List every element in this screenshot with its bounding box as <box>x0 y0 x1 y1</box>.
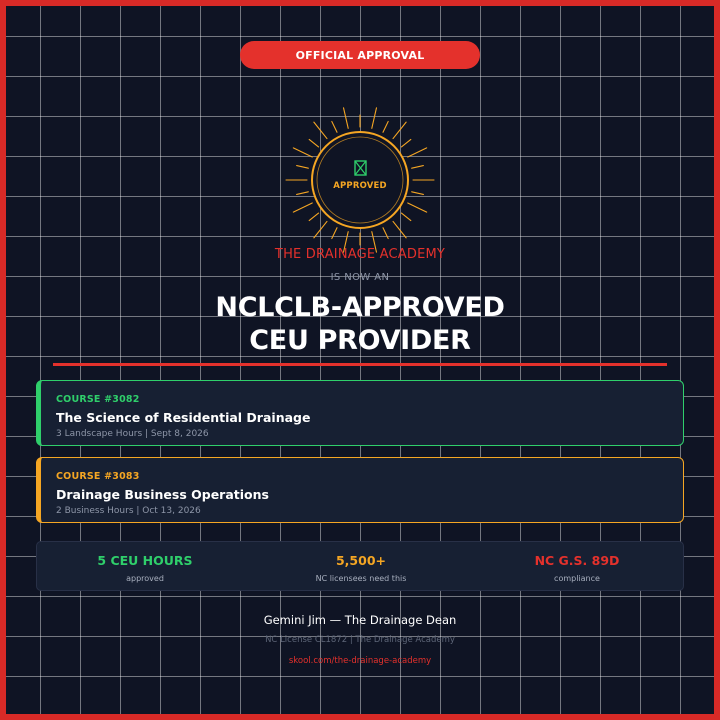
academy-name: THE DRAINAGE ACADEMY <box>274 247 446 262</box>
seal-ray <box>292 202 313 213</box>
seal-ray <box>342 231 349 253</box>
stat-value: NC G.S. 89D <box>534 553 620 568</box>
document-check-icon <box>354 160 367 176</box>
seal-ray <box>313 121 328 140</box>
seal-ray <box>331 120 338 133</box>
intro-text: IS NOW AN <box>330 272 390 283</box>
seal-ray <box>296 164 309 169</box>
seal-ray <box>382 227 389 240</box>
seal-ray <box>400 212 412 222</box>
course-title: The Science of Residential Drainage <box>56 410 311 425</box>
headline-line-2: CEU PROVIDER <box>249 325 471 356</box>
community-link[interactable]: skool.com/the-drainage-academy <box>288 656 432 666</box>
seal-ray <box>411 191 424 196</box>
page-title: NCLCLB-APPROVED CEU PROVIDER <box>6 291 714 357</box>
seal-ray <box>308 138 320 148</box>
certificate-card: OFFICIAL APPROVAL APPROVED THE DRAINAGE … <box>6 6 714 714</box>
official-approval-label: OFFICIAL APPROVAL <box>295 48 425 62</box>
seal-label: APPROVED <box>333 181 387 191</box>
seal-ray <box>382 120 389 133</box>
seal-ray <box>308 212 320 222</box>
stat-licensees: 5,500+ NC licensees need this <box>253 553 469 583</box>
author-signature: Gemini Jim — The Drainage Dean <box>263 613 457 627</box>
stat-label: compliance <box>554 574 600 583</box>
seal-ray <box>392 121 407 140</box>
stat-ceu-hours: 5 CEU HOURS approved <box>37 553 253 583</box>
course-meta: 2 Business Hours | Oct 13, 2026 <box>56 506 201 516</box>
seal-ray <box>411 164 424 169</box>
seal-ray <box>371 107 378 129</box>
stat-compliance: NC G.S. 89D compliance <box>469 553 685 583</box>
stat-value: 5,500+ <box>335 553 386 568</box>
official-approval-badge: OFFICIAL APPROVAL <box>240 41 480 69</box>
license-line: NC License CL1872 | The Drainage Academy <box>265 635 455 645</box>
course-number: COURSE #3083 <box>56 471 140 482</box>
seal-ray <box>407 202 428 213</box>
seal-ray <box>342 107 349 129</box>
stat-label: NC licensees need this <box>315 574 407 583</box>
approved-seal <box>285 107 435 253</box>
seal-ray <box>296 191 309 196</box>
course-number: COURSE #3082 <box>56 394 140 405</box>
course-meta: 3 Landscape Hours | Sept 8, 2026 <box>56 429 209 439</box>
seal-ray <box>400 138 412 148</box>
stat-value: 5 CEU HOURS <box>97 553 193 568</box>
seal-ray <box>371 231 378 253</box>
seal-ray <box>313 220 328 239</box>
course-card-3083: COURSE #3083 Drainage Business Operation… <box>36 457 684 523</box>
seal-ray <box>331 227 338 240</box>
divider <box>53 363 667 366</box>
headline-line-1: NCLCLB-APPROVED <box>215 292 505 323</box>
seal-ray <box>292 147 313 158</box>
seal-ray <box>407 147 428 158</box>
seal-ray <box>392 220 407 239</box>
course-card-3082: COURSE #3082 The Science of Residential … <box>36 380 684 446</box>
stats-bar: 5 CEU HOURS approved 5,500+ NC licensees… <box>36 541 684 591</box>
course-title: Drainage Business Operations <box>56 487 269 502</box>
stat-label: approved <box>126 574 164 583</box>
